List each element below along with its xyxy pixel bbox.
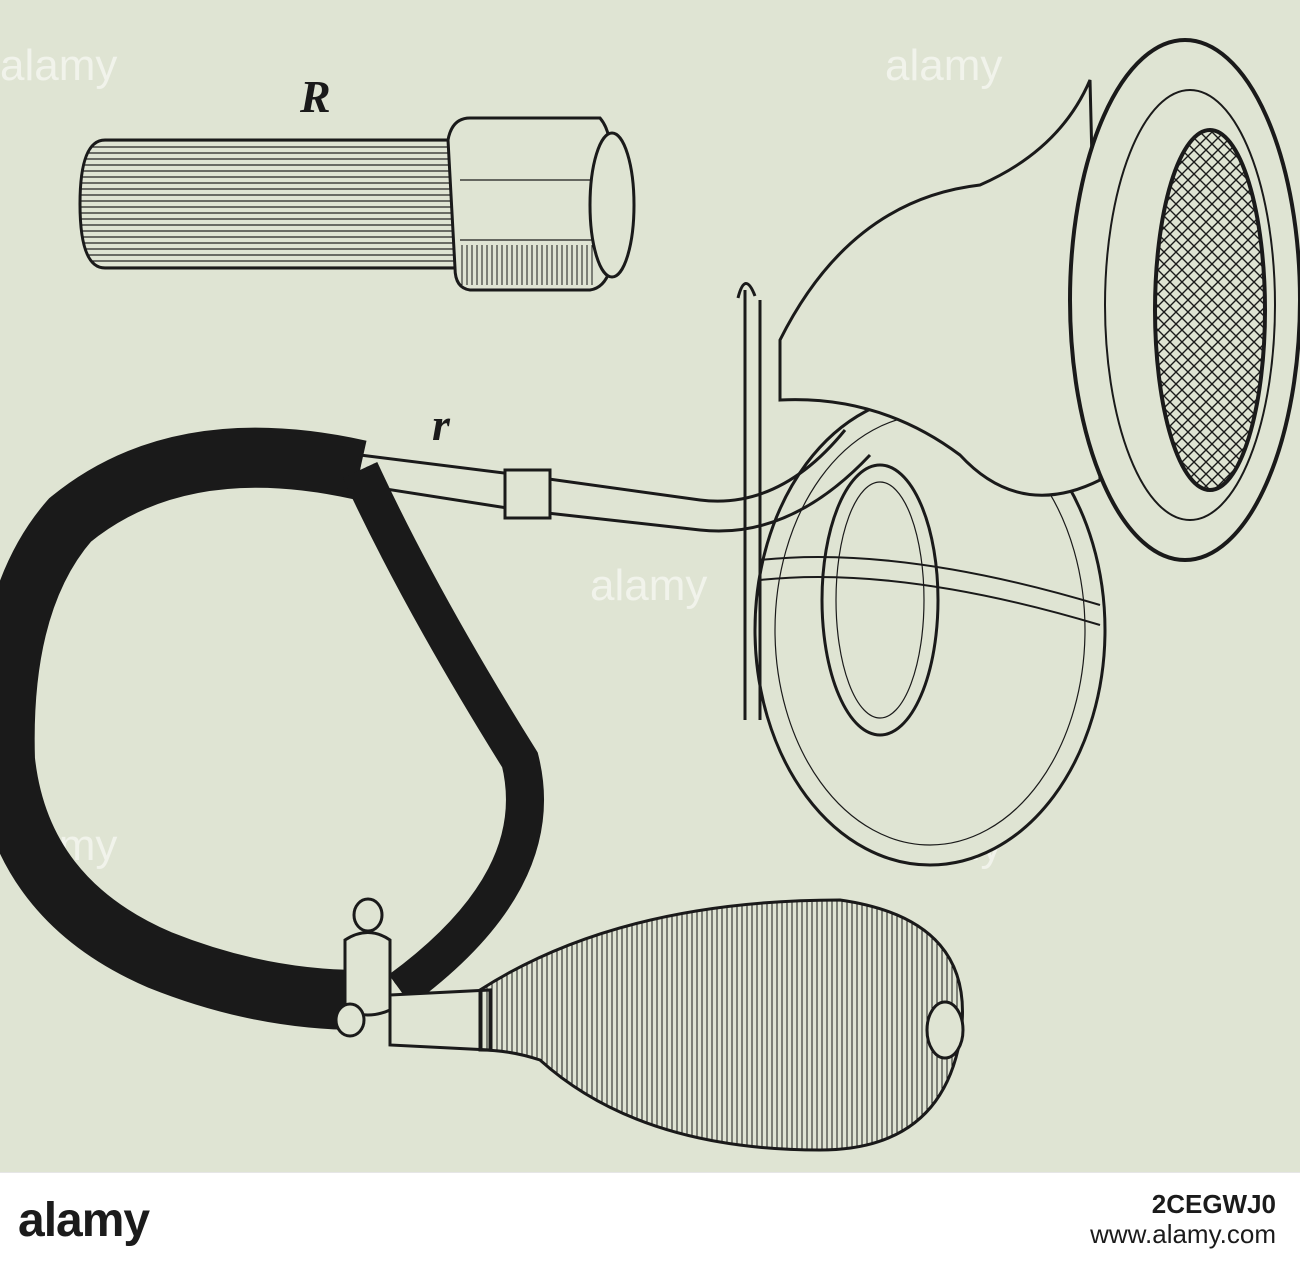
svg-text:alamy: alamy	[590, 561, 707, 610]
image-info: 2CEGWJ0 www.alamy.com	[1090, 1189, 1276, 1249]
flexible-tube	[0, 427, 544, 1030]
site-url: www.alamy.com	[1090, 1219, 1276, 1249]
svg-text:alamy: alamy	[885, 41, 1002, 90]
image-id: 2CEGWJ0	[1151, 1189, 1276, 1219]
label-r-lower: r	[432, 399, 451, 450]
rubber-bulb	[388, 898, 965, 1152]
horn-part	[359, 38, 1300, 867]
label-r-upper: R	[299, 71, 331, 122]
stock-footer: alamy 2CEGWJ0 www.alamy.com	[0, 1172, 1300, 1264]
bulb-horn-illustration: alamy alamy alamy alamy alamy alamy R	[0, 38, 1300, 1152]
brand-logo: alamy	[18, 1194, 150, 1247]
reed-part	[78, 116, 636, 292]
svg-text:alamy: alamy	[0, 41, 117, 90]
engraving-plate: alamy alamy alamy alamy alamy alamy R	[0, 0, 1300, 1172]
tube-clamp	[334, 897, 392, 1038]
